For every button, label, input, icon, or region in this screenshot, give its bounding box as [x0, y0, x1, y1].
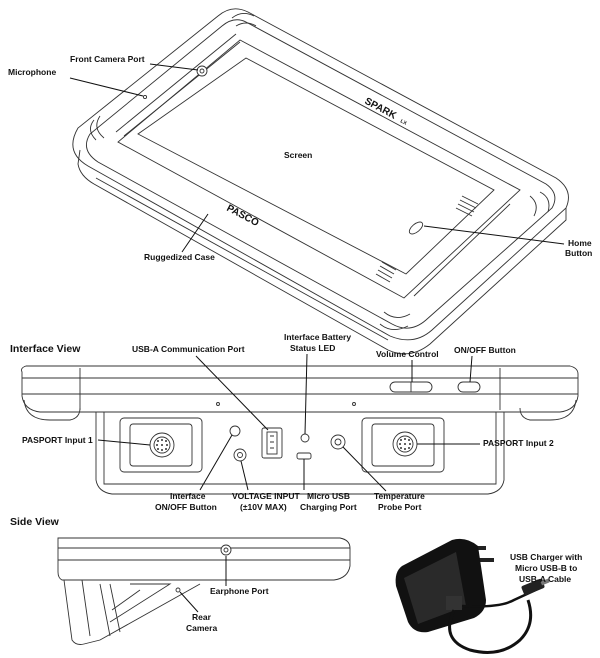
- label-voltage-input-line1: VOLTAGE INPUT: [232, 491, 300, 501]
- speaker-grill-bottom: [375, 261, 397, 283]
- leader-front-camera: [149, 63, 199, 71]
- microphone: [142, 94, 148, 100]
- tablet-perspective-view: SPARK LX PASCO: [72, 8, 569, 355]
- leader-battery-led: [304, 353, 308, 435]
- leader-microphone: [69, 77, 144, 97]
- temperature-probe-port: [330, 434, 346, 450]
- label-home-button-line1: Home: [568, 238, 592, 248]
- pasco-logo-text: PASCO: [225, 203, 261, 229]
- side-view-drawing: [57, 537, 351, 645]
- label-charger-line3: USB-A Cable: [519, 574, 571, 584]
- label-micro-usb-line2: Charging Port: [300, 502, 357, 512]
- on-off-button: [457, 381, 481, 393]
- rear-camera: [175, 587, 181, 593]
- micro-usb-b-plug: [521, 578, 545, 596]
- label-usb-a-port: USB-A Communication Port: [132, 344, 245, 354]
- side-view-body: [57, 537, 351, 581]
- label-pasport-1: PASPORT Input 1: [22, 435, 93, 445]
- case-inner-bumper: [85, 19, 556, 329]
- label-volume-control: Volume Control: [376, 349, 439, 359]
- usb-a-port: [261, 427, 283, 459]
- leader-on-off-button: [469, 355, 473, 383]
- leader-rear-camera: [179, 591, 199, 613]
- label-on-off-button: ON/OFF Button: [454, 345, 516, 355]
- leader-temp-probe: [342, 446, 387, 492]
- corner-bumper-bottom: [379, 311, 411, 330]
- case-bottom-edge: [77, 149, 567, 355]
- spark-model-suffix: LX: [399, 118, 408, 127]
- leader-pasport-1: [97, 439, 151, 446]
- label-interface-onoff-line2: ON/OFF Button: [155, 502, 217, 512]
- micro-usb-port: [296, 452, 312, 460]
- charger-cable: [448, 599, 533, 654]
- corner-bumper-left: [90, 115, 105, 141]
- interface-view-drawing: [21, 365, 579, 495]
- side-callouts: Earphone Port Rear Camera: [179, 556, 269, 633]
- home-button: [408, 221, 424, 235]
- leader-ruggedized-case: [181, 213, 209, 253]
- label-rear-camera-line2: Camera: [186, 623, 217, 633]
- ruggedized-case-outline: [72, 8, 569, 341]
- speaker-grill-top: [455, 195, 479, 217]
- corner-bumper-top: [231, 13, 257, 27]
- usb-charger-drawing: [395, 538, 550, 654]
- label-rear-camera-line1: Rear: [192, 612, 212, 622]
- label-charger-line1: USB Charger with: [510, 552, 582, 562]
- label-voltage-input-line2: (±10V MAX): [240, 502, 287, 512]
- leader-home-button: [423, 225, 565, 245]
- label-battery-led-line2: Status LED: [290, 343, 335, 353]
- label-screen: Screen: [284, 150, 312, 160]
- label-battery-led-line1: Interface Battery: [284, 332, 351, 342]
- label-microphone: Microphone: [8, 67, 56, 77]
- pasport-input-1-housing: [119, 417, 203, 473]
- label-temp-probe-line1: Temperature: [374, 491, 425, 501]
- label-pasport-2: PASPORT Input 2: [483, 438, 554, 448]
- label-micro-usb-line1: Micro USB: [307, 491, 350, 501]
- leader-usb-a: [195, 355, 269, 431]
- pasport-input-2-pins: [399, 438, 411, 450]
- interface-on-off-button: [229, 425, 241, 437]
- interface-callouts: USB-A Communication Port Interface Batte…: [22, 332, 554, 512]
- label-front-camera-port: Front Camera Port: [70, 54, 145, 64]
- corner-bumper-right: [529, 191, 550, 217]
- label-ruggedized-case: Ruggedized Case: [144, 252, 215, 262]
- interface-module: [95, 412, 505, 495]
- leader-interface-onoff: [199, 434, 233, 491]
- label-earphone-port: Earphone Port: [210, 586, 269, 596]
- pasport-input-1-pins: [156, 439, 168, 451]
- side-view-kickstand: [63, 579, 201, 645]
- earphone-port: [220, 544, 232, 556]
- front-camera-port: [196, 65, 208, 77]
- tablet-edge-body: [21, 365, 579, 413]
- charger-callout: USB Charger with Micro USB-B to USB-A Ca…: [510, 552, 582, 584]
- interface-view-heading: Interface View: [10, 343, 81, 355]
- label-interface-onoff-line1: Interface: [170, 491, 206, 501]
- leader-voltage-input: [240, 460, 249, 491]
- screen: [137, 57, 495, 275]
- pasport-input-2-housing: [361, 417, 445, 473]
- battery-status-led: [300, 433, 310, 443]
- label-home-button-line2: Button: [565, 248, 592, 258]
- screen-bezel: [117, 39, 521, 299]
- label-temp-probe-line2: Probe Port: [378, 502, 422, 512]
- top-callouts: Front Camera Port Microphone Screen Home…: [8, 54, 592, 262]
- label-charger-line2: Micro USB-B to: [515, 563, 577, 573]
- side-view-heading: Side View: [10, 516, 60, 528]
- voltage-input: [233, 448, 247, 462]
- usb-a-plug: [446, 596, 462, 610]
